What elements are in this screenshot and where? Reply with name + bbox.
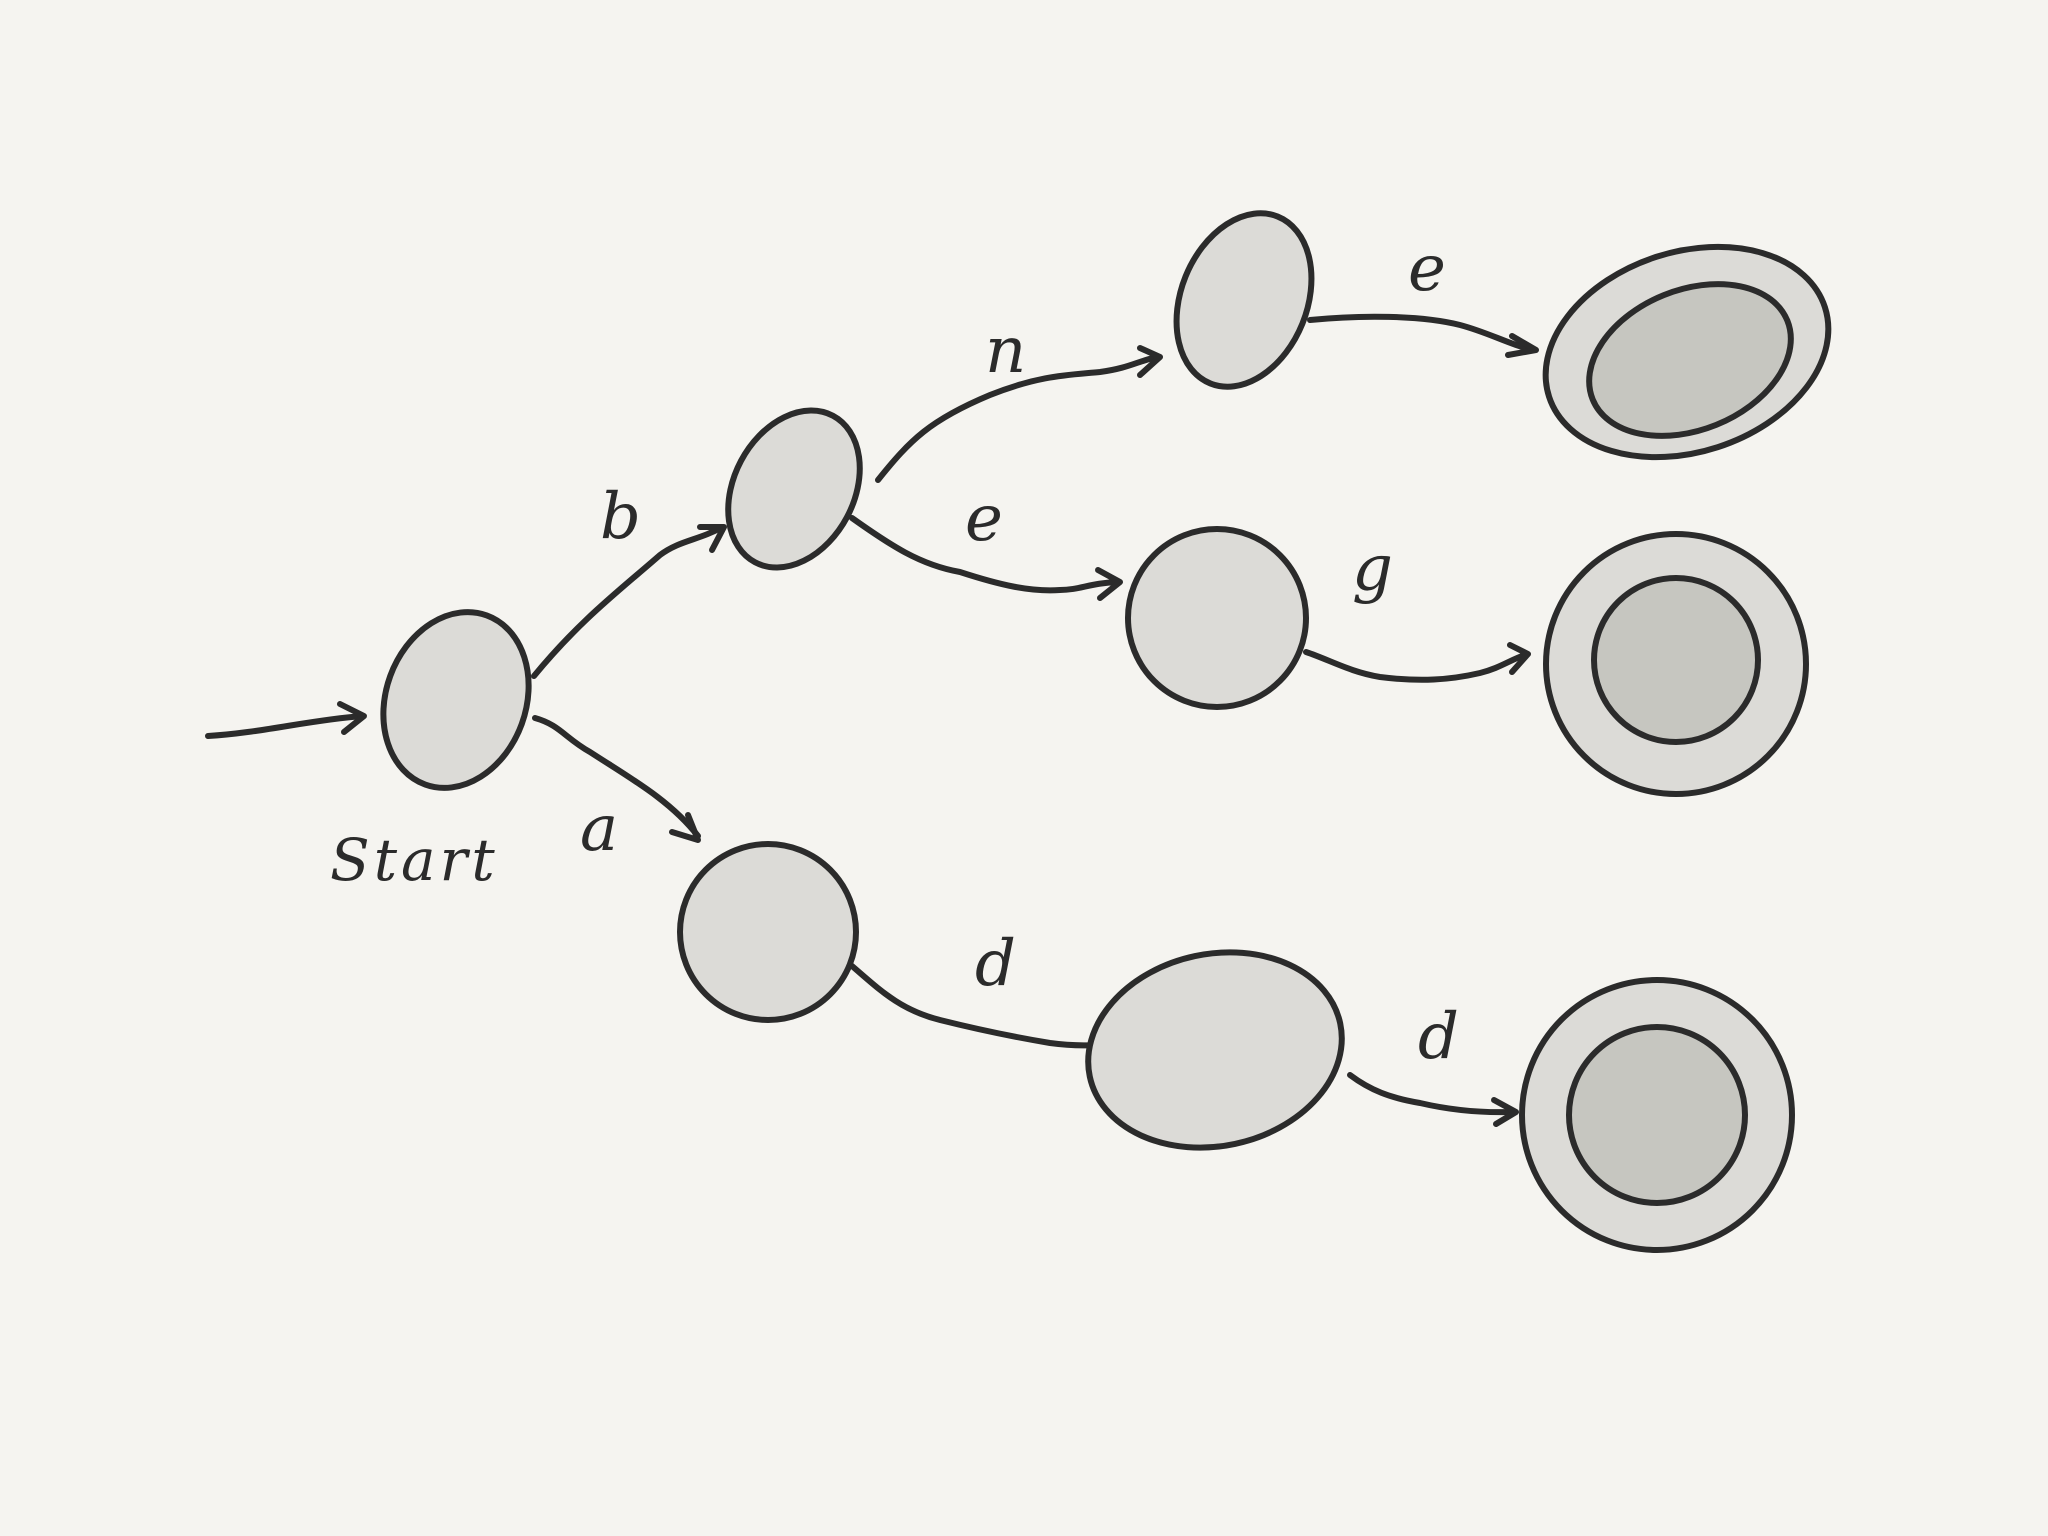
label-d-ad: d [1418,1000,1459,1074]
state-ad [1085,949,1345,1151]
edge-b-to-e-head [1095,567,1123,601]
start-arrow [205,713,365,739]
label-b: b [600,480,641,554]
edge-d-to-accept3 [1347,1072,1515,1116]
edge-d-to-accept3-head [1491,1097,1519,1127]
label-d-a: d [975,927,1016,1001]
edge-start-to-b [531,524,725,679]
state-b [725,407,863,571]
accept-state-2 [1543,531,1809,797]
edge-b-to-n [875,354,1161,483]
start-arrow-head [337,701,367,735]
edge-e-to-accept2-head [1507,642,1531,675]
state-be [1125,526,1309,710]
edges [205,313,1539,1127]
label-e-bn: e [1408,232,1446,306]
edge-n-to-accept1-head [1505,333,1539,358]
state-bn [1173,210,1315,390]
edge-n-to-accept1 [1307,313,1537,353]
edge-b-to-n-head [1137,345,1163,378]
accept-state-3 [1519,977,1795,1253]
edge-a-to-d [849,963,1126,1049]
edge-e-to-accept2 [1303,649,1528,683]
label-e-be: e [965,482,1003,556]
label-n: n [985,314,1026,388]
labels: Start b a n e e g d d [330,232,1459,1074]
start-label: Start [330,826,499,894]
edge-start-to-b-head [697,524,727,553]
edge-b-to-e [849,515,1121,594]
states [380,210,1832,1253]
state-a [677,841,859,1023]
accept-state-1 [1542,243,1832,461]
edge-start-to-a [532,715,701,839]
label-g: g [1352,532,1393,606]
edge-start-to-a-head [669,812,701,843]
state-start [380,609,532,791]
label-a: a [580,792,618,866]
